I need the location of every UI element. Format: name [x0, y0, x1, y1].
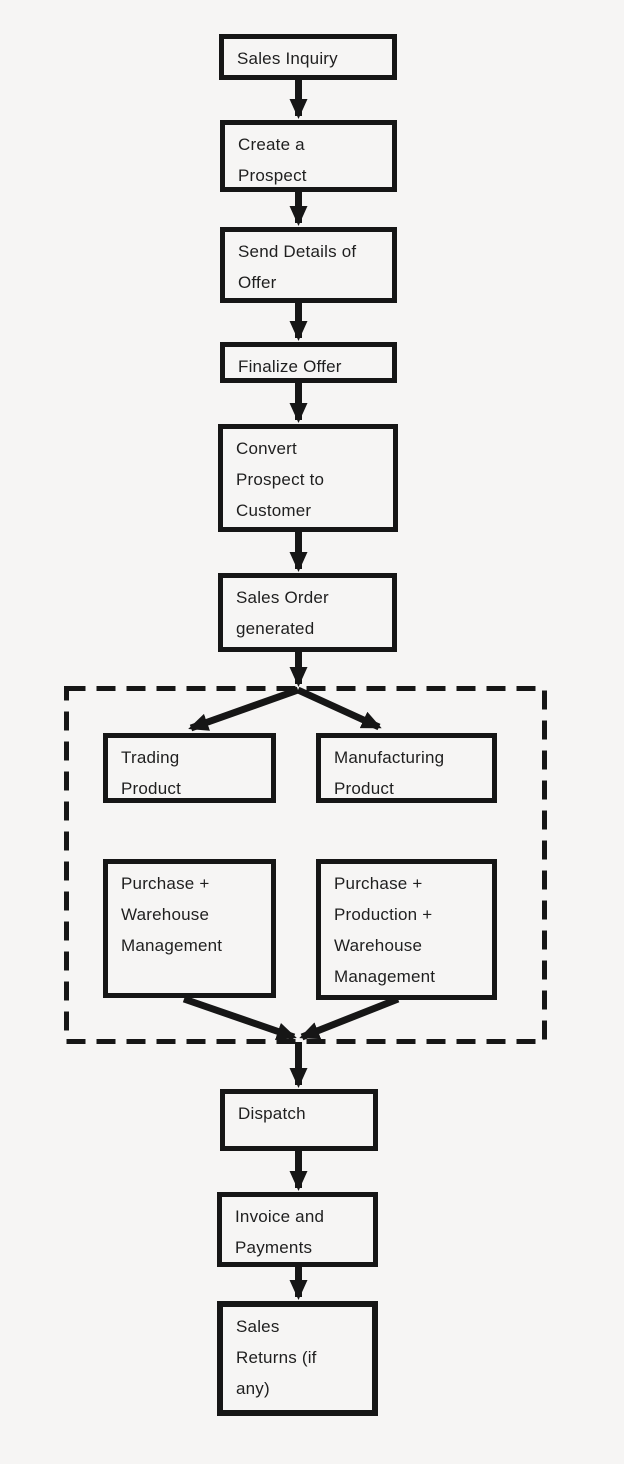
node-sales-order-generated: Sales Order generated — [218, 573, 397, 652]
arrow-purchase-production-to-merge — [299, 995, 400, 1041]
node-convert-prospect-to-customer-label: Convert Prospect to Customer — [236, 439, 325, 520]
node-purchase-production-warehouse: Purchase + Production + Warehouse Manage… — [316, 859, 497, 1000]
node-finalize-offer: Finalize Offer — [220, 342, 397, 383]
node-dispatch: Dispatch — [220, 1089, 378, 1151]
node-sales-inquiry-label: Sales Inquiry — [237, 49, 338, 68]
node-purchase-warehouse: Purchase + Warehouse Management — [103, 859, 276, 998]
node-send-details-of-offer: Send Details of Offer — [220, 227, 397, 303]
node-invoice-and-payments: Invoice and Payments — [217, 1192, 378, 1267]
node-trading-product-label: Trading Product — [121, 748, 181, 798]
node-purchase-warehouse-label: Purchase + Warehouse Management — [121, 874, 223, 955]
node-sales-returns: Sales Returns (if any) — [217, 1301, 378, 1416]
node-sales-order-generated-label: Sales Order generated — [236, 588, 329, 638]
arrow-purchase-warehouse-to-merge — [182, 995, 297, 1041]
node-dispatch-label: Dispatch — [238, 1104, 306, 1123]
node-manufacturing-product-label: Manufacturing Product — [334, 748, 445, 798]
node-finalize-offer-label: Finalize Offer — [238, 357, 342, 376]
node-create-prospect: Create a Prospect — [220, 120, 397, 192]
node-invoice-and-payments-label: Invoice and Payments — [235, 1207, 325, 1257]
arrow-split-to-manufacturing-product — [296, 686, 382, 731]
node-sales-returns-label: Sales Returns (if any) — [236, 1317, 317, 1398]
node-convert-prospect-to-customer: Convert Prospect to Customer — [218, 424, 398, 532]
node-send-details-of-offer-label: Send Details of Offer — [238, 242, 357, 292]
node-manufacturing-product: Manufacturing Product — [316, 733, 497, 803]
arrow-split-to-trading-product — [188, 686, 300, 732]
node-create-prospect-label: Create a Prospect — [238, 135, 307, 185]
node-purchase-production-warehouse-label: Purchase + Production + Warehouse Manage… — [334, 874, 436, 986]
node-trading-product: Trading Product — [103, 733, 276, 803]
node-sales-inquiry: Sales Inquiry — [219, 34, 397, 80]
